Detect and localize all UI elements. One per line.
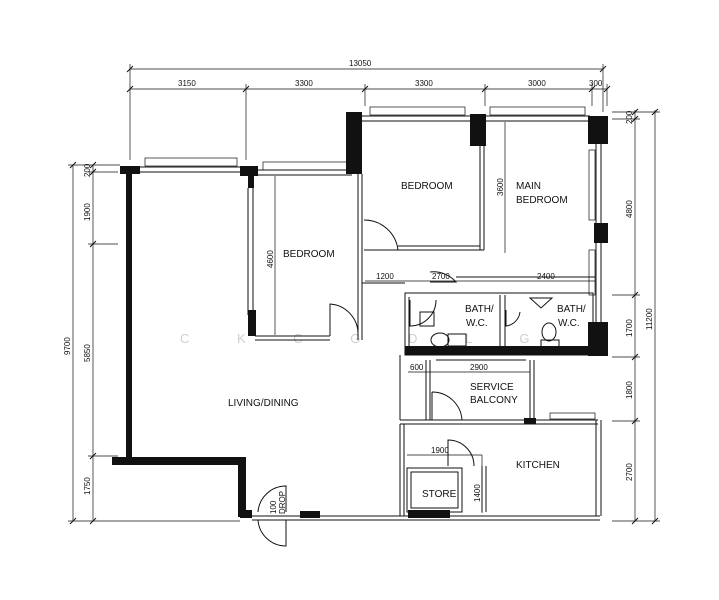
room-store: STORE bbox=[422, 489, 457, 500]
room-living: LIVING/DINING bbox=[228, 398, 299, 409]
dim-left-3: 5850 bbox=[83, 344, 92, 362]
room-bath2-line2: W.C. bbox=[558, 318, 580, 329]
dim-right-2: 4800 bbox=[625, 200, 634, 218]
room-labels: BEDROOM MAIN BEDROOM BEDROOM BATH/ W.C. … bbox=[228, 181, 586, 500]
dim-door-drop: DROP bbox=[278, 491, 287, 514]
room-bath1-line1: BATH/ bbox=[465, 304, 494, 315]
dim-left-2: 1900 bbox=[83, 203, 92, 221]
dim-right-1: 200 bbox=[625, 110, 634, 124]
dim-1900: 1900 bbox=[431, 446, 449, 455]
walls bbox=[112, 106, 608, 547]
dim-right-3: 1700 bbox=[625, 319, 634, 337]
room-bath2-line1: BATH/ bbox=[557, 304, 586, 315]
dim-left-total: 9700 bbox=[63, 337, 72, 355]
watermark: C K C G D L G bbox=[180, 331, 551, 346]
dim-1200: 1200 bbox=[376, 272, 394, 281]
dim-right-4: 1800 bbox=[625, 381, 634, 399]
dim-mainbed-3600: 3600 bbox=[496, 178, 505, 196]
room-bedroom-top: BEDROOM bbox=[401, 181, 453, 192]
room-bath1-line2: W.C. bbox=[466, 318, 488, 329]
dimension-lines bbox=[68, 64, 660, 525]
dim-top-2: 3300 bbox=[295, 79, 313, 88]
dim-2900: 2900 bbox=[470, 363, 488, 372]
dim-bedroom-4600: 4600 bbox=[266, 250, 275, 268]
room-bedroom-left: BEDROOM bbox=[283, 249, 335, 260]
dim-left-1: 200 bbox=[83, 163, 92, 177]
room-service-line2: BALCONY bbox=[470, 395, 518, 406]
dim-2700: 2700 bbox=[432, 272, 450, 281]
dim-door-100: 100 bbox=[269, 500, 278, 514]
dim-top-total: 13050 bbox=[349, 59, 372, 68]
dim-right-5: 2700 bbox=[625, 463, 634, 481]
dim-top-5: 300 bbox=[589, 79, 603, 88]
dim-600: 600 bbox=[410, 363, 424, 372]
dim-top-4: 3000 bbox=[528, 79, 546, 88]
room-kitchen: KITCHEN bbox=[516, 460, 560, 471]
dim-left-4: 1750 bbox=[83, 477, 92, 495]
dim-1400: 1400 bbox=[473, 484, 482, 502]
dim-right-total: 11200 bbox=[645, 308, 654, 330]
room-service-line1: SERVICE bbox=[470, 382, 514, 393]
room-main-bedroom-line2: BEDROOM bbox=[516, 195, 568, 206]
dim-top-3: 3300 bbox=[415, 79, 433, 88]
room-main-bedroom-line1: MAIN bbox=[516, 181, 541, 192]
dim-top-1: 3150 bbox=[178, 79, 196, 88]
